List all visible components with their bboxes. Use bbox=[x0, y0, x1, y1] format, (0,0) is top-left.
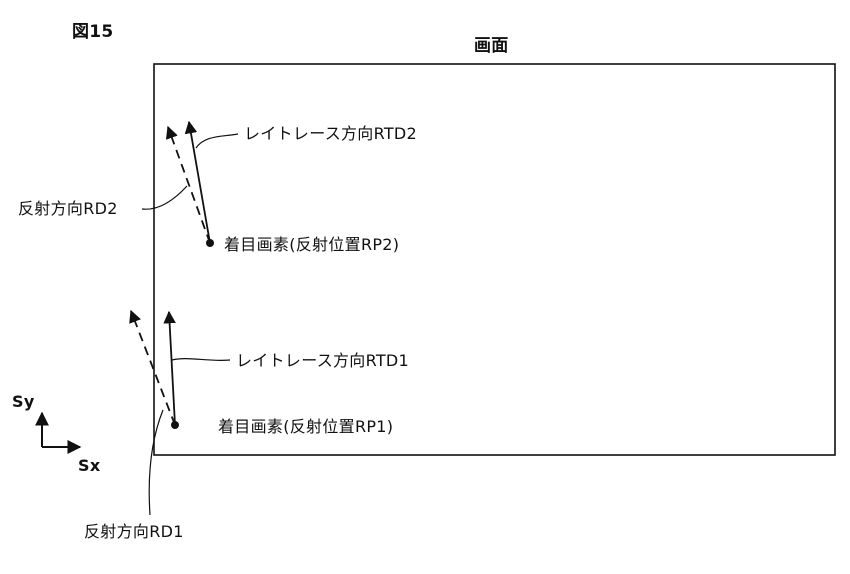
pixel-dot-rp2 bbox=[206, 239, 214, 247]
label-reflection-direction-rd2: 反射方向RD2 bbox=[18, 199, 118, 218]
axis-label-sx: Sx bbox=[78, 456, 101, 475]
label-reflection-direction-rd1: 反射方向RD1 bbox=[84, 522, 184, 541]
label-ray-trace-direction-rtd2: レイトレース方向RTD2 bbox=[244, 124, 418, 143]
leader-rtd2 bbox=[195, 133, 239, 149]
label-target-pixel-rp1: 着目画素(反射位置RP1) bbox=[218, 417, 394, 436]
ray-trace-arrow-rtd2 bbox=[184, 120, 211, 244]
label-target-pixel-rp2: 着目画素(反射位置RP2) bbox=[224, 235, 400, 254]
ray-trace-arrow-rtd1 bbox=[163, 310, 176, 426]
label-ray-trace-direction-rtd1: レイトレース方向RTD1 bbox=[236, 351, 410, 370]
screen-frame bbox=[153, 63, 836, 456]
leader-rd1 bbox=[148, 409, 164, 516]
leader-rd2 bbox=[141, 185, 188, 210]
axis-label-sy: Sy bbox=[12, 392, 35, 411]
reflection-arrow-rd2 bbox=[165, 125, 211, 244]
pixel-dot-rp1 bbox=[171, 421, 179, 429]
figure-number: 図15 bbox=[72, 22, 114, 42]
screen-label: 画面 bbox=[474, 36, 509, 56]
reflection-arrow-rd1 bbox=[129, 309, 176, 426]
leader-rtd1 bbox=[171, 357, 231, 362]
